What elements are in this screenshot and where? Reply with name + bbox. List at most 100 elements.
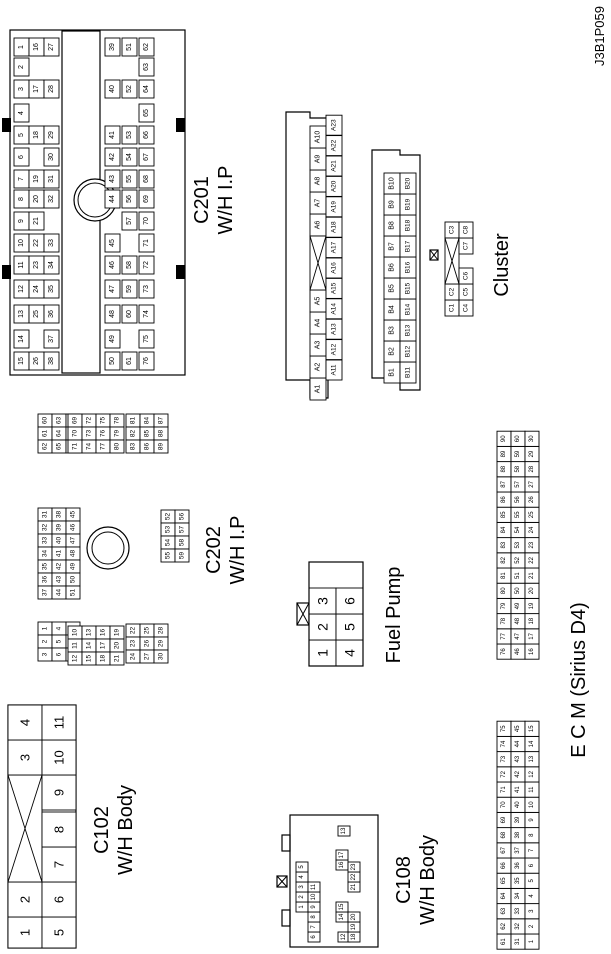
ecm-pin-68-label: 68 [501,831,507,838]
c201-pin-37-cell [43,329,60,349]
c202-pin-70-label: 70 [72,430,79,438]
c201-pin-51-cell [121,37,138,57]
cluster-pin-A22-label: A22 [331,139,338,151]
c102-pin-2-cell [7,881,43,918]
c201-pin-68-cell [138,169,155,189]
cluster-pin-A5-label: A5 [315,297,322,306]
c108-pin-15-cell [335,901,349,913]
cluster-pin-A2-label: A2 [315,363,322,372]
c202-pin-81-label: 81 [130,417,137,425]
c201-pin-59-cell [121,279,138,299]
c108-pin-11-label: 11 [311,883,317,890]
c202-pin-55-label: 55 [165,552,172,560]
cluster-c-blank-line [444,237,460,285]
c202-pin-61-label: 61 [42,430,49,438]
ecm-pin-32-label: 32 [515,922,521,929]
cluster-pin-B17-label: B17 [405,240,412,252]
c201-pin-22-label: 22 [33,239,40,247]
cluster-pin-B7-label: B7 [389,242,396,251]
c202-pin-38-label: 38 [56,511,63,519]
c201-pin-19-label: 19 [33,175,40,183]
c202-pin-88-label: 88 [158,430,165,438]
c202-pin-60-label: 60 [42,417,49,425]
ecm-pin-77-label: 77 [501,632,507,639]
ecm-pin-76-label: 76 [501,648,507,655]
c102-pin-10-cell [41,739,77,776]
ecm-pin-24-label: 24 [529,526,535,533]
c201-pin-4-cell [13,103,30,123]
ecm-pin-grid: 6162636465666768697071727374757677787980… [496,430,540,950]
fuel-pump-pin-6-label: 6 [342,597,358,605]
c102-pin-11-cell [41,704,77,741]
c202-pin-65-label: 65 [56,443,63,451]
ecm-pin-88-label: 88 [501,465,507,472]
ecm-pin-22-label: 22 [529,556,535,563]
c202-pin-43-label: 43 [56,576,63,584]
ecm-pin-19-label: 19 [529,602,535,609]
c201-pin-32-cell [43,189,60,209]
c201-pin-70-label: 70 [143,217,150,225]
ecm-pin-13-label: 13 [529,755,535,762]
cluster-pin-B5-label: B5 [389,284,396,293]
cluster-pin-B6-label: B6 [389,263,396,272]
cluster-pin-A21-label: A21 [331,160,338,172]
cluster-pin-B1-label: B1 [389,368,396,377]
c202-pin-19-label: 19 [114,629,121,637]
c201-pin-9-label: 9 [18,219,25,223]
c201-pin-65-label: 65 [143,109,150,117]
c201-pin-44-cell [104,189,121,209]
cluster-pin-A9-label: A9 [315,155,322,164]
c202-pin-80-label: 80 [114,443,121,451]
c202-pin-62-label: 62 [42,443,49,451]
c202-pin-44-label: 44 [56,589,63,597]
c202-pin-18-label: 18 [100,655,107,663]
ecm-pin-59-label: 59 [515,450,521,457]
c202-pin-46-label: 46 [70,524,77,532]
c202-pin-57-label: 57 [179,526,186,534]
c201-pin-21-label: 21 [33,217,40,225]
cluster-label: Cluster [491,233,513,297]
cluster-pin-C4-label: C4 [463,303,470,312]
cluster-pin-B16-label: B16 [405,261,412,273]
c202-pin-23-label: 23 [130,640,137,648]
c108-pin-10-label: 10 [311,893,317,900]
c201-pin-74-cell [138,304,155,324]
ecm-pin-54-label: 54 [515,526,521,533]
fuel-pump-pin-4-label: 4 [342,649,358,657]
fuel-pump-frame [308,561,364,667]
cluster-pin-B15-label: B15 [405,282,412,294]
cluster-pin-A16-label: A16 [331,262,338,274]
c202-pin-79-label: 79 [114,430,121,438]
c202-pin-54-label: 54 [165,539,172,547]
c108-pin-11-cell [307,881,321,893]
c201-pin-47-label: 47 [109,285,116,293]
ecm-pin-84-label: 84 [501,526,507,533]
c202-pin-21-cell [109,651,125,666]
c201-pin-40-cell [104,79,121,99]
fuel-pump-pin-1-label: 1 [315,649,331,657]
c108-pin-16-label: 16 [339,861,345,868]
c201-pin-44-label: 44 [109,195,116,203]
cluster-pin-C1-label: C1 [449,303,456,312]
c108-pin-23-cell [347,861,361,873]
c102-pin-9-cell [41,774,77,811]
c202-pin-84-label: 84 [144,417,151,425]
c102-pin-10-label: 10 [52,750,67,764]
c102-pin-2-label: 2 [18,896,33,903]
ecm-pin-21-label: 21 [529,572,535,579]
ecm-pin-74-label: 74 [501,740,507,747]
ecm-pin-10-label: 10 [529,801,535,808]
c108-pin-17-cell [335,849,349,861]
ecm-pin-7-label: 7 [529,848,535,852]
c201-pin-53-label: 53 [126,131,133,139]
c201-pin-62-cell [138,37,155,57]
ecm-pin-86-label: 86 [501,496,507,503]
c201-pin-65-cell [138,103,155,123]
c201-pin-30-label: 30 [48,153,55,161]
c108-pin-3-label: 3 [299,885,305,889]
c202-pin-73-label: 73 [86,430,93,438]
c201-pin-29-cell [43,125,60,145]
c202-pin-63-label: 63 [56,417,63,425]
